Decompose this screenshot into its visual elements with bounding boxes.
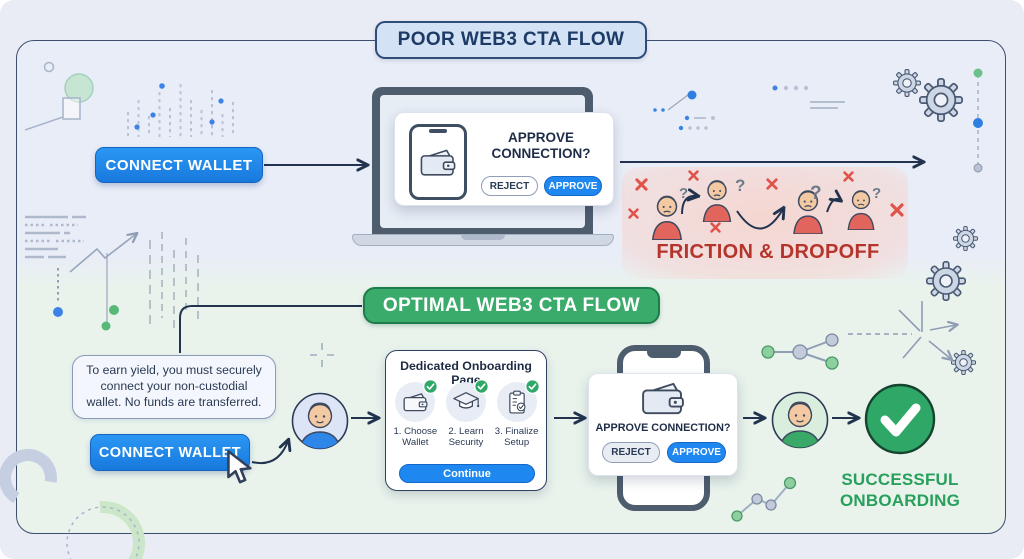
onboarding-card: Dedicated Onboarding Page 1. Choose Wall [385,350,547,491]
step-icon-circle [395,379,439,422]
clipboard-check-icon [508,390,526,414]
check-badge-icon [423,379,439,394]
laptop-notch [461,235,505,240]
phone-notch [429,129,447,133]
graduation-cap-icon [453,392,480,409]
wallet-approval-modal-optimal: APPROVE CONNECTION? REJECT APPROVE [588,373,738,476]
onboarding-steps: 1. Choose Wallet 2. Learn Security [390,379,542,449]
user-avatar-blue [291,392,349,450]
step-choose-wallet: 1. Choose Wallet [390,379,440,449]
phone-notch [646,351,681,358]
approve-button[interactable]: APPROVE [544,176,602,196]
check-badge-icon [524,379,540,394]
connect-wallet-button-optimal[interactable]: CONNECT WALLET [90,434,250,471]
step-label: 1. Choose Wallet [393,426,438,449]
step-icon-circle [496,379,540,422]
step-finalize-setup: 3. Finalize Setup [492,379,542,449]
successful-onboarding-label: SUCCESSFUL ONBOARDING [839,470,961,510]
modal-title: APPROVE CONNECTION? [595,422,731,434]
phone-graphic [409,124,467,200]
education-tooltip: To earn yield, you must securely connect… [72,355,276,419]
connect-wallet-button-poor[interactable]: CONNECT WALLET [95,147,263,183]
poor-flow-title: POOR WEB3 CTA FLOW [397,29,625,50]
reject-button[interactable]: REJECT [602,442,660,463]
poor-flow-title-badge: POOR WEB3 CTA FLOW [375,21,647,59]
optimal-flow-title: OPTIMAL WEB3 CTA FLOW [382,294,641,316]
check-badge-icon [474,379,489,394]
user-avatar-green [771,391,829,449]
wallet-approval-modal-poor: APPROVE CONNECTION? REJECT APPROVE [394,112,614,206]
step-learn-security: 2. Learn Security [441,379,491,449]
approve-button[interactable]: APPROVE [667,442,726,463]
cursor-icon [227,450,252,484]
friction-dropoff-label: FRICTION & DROPOFF [656,241,880,263]
step-label: 2. Learn Security [448,426,484,449]
laptop-base [352,234,614,246]
step-label: 3. Finalize Setup [494,426,539,449]
wallet-icon [403,392,428,411]
continue-button[interactable]: Continue [399,464,535,483]
step-icon-circle [445,379,489,422]
success-check-icon [864,383,936,455]
optimal-flow-title-badge: OPTIMAL WEB3 CTA FLOW [363,287,660,324]
reject-button[interactable]: REJECT [481,176,538,196]
modal-title: APPROVE CONNECTION? [491,130,591,161]
wallet-icon [420,149,456,176]
wallet-icon [642,382,684,415]
